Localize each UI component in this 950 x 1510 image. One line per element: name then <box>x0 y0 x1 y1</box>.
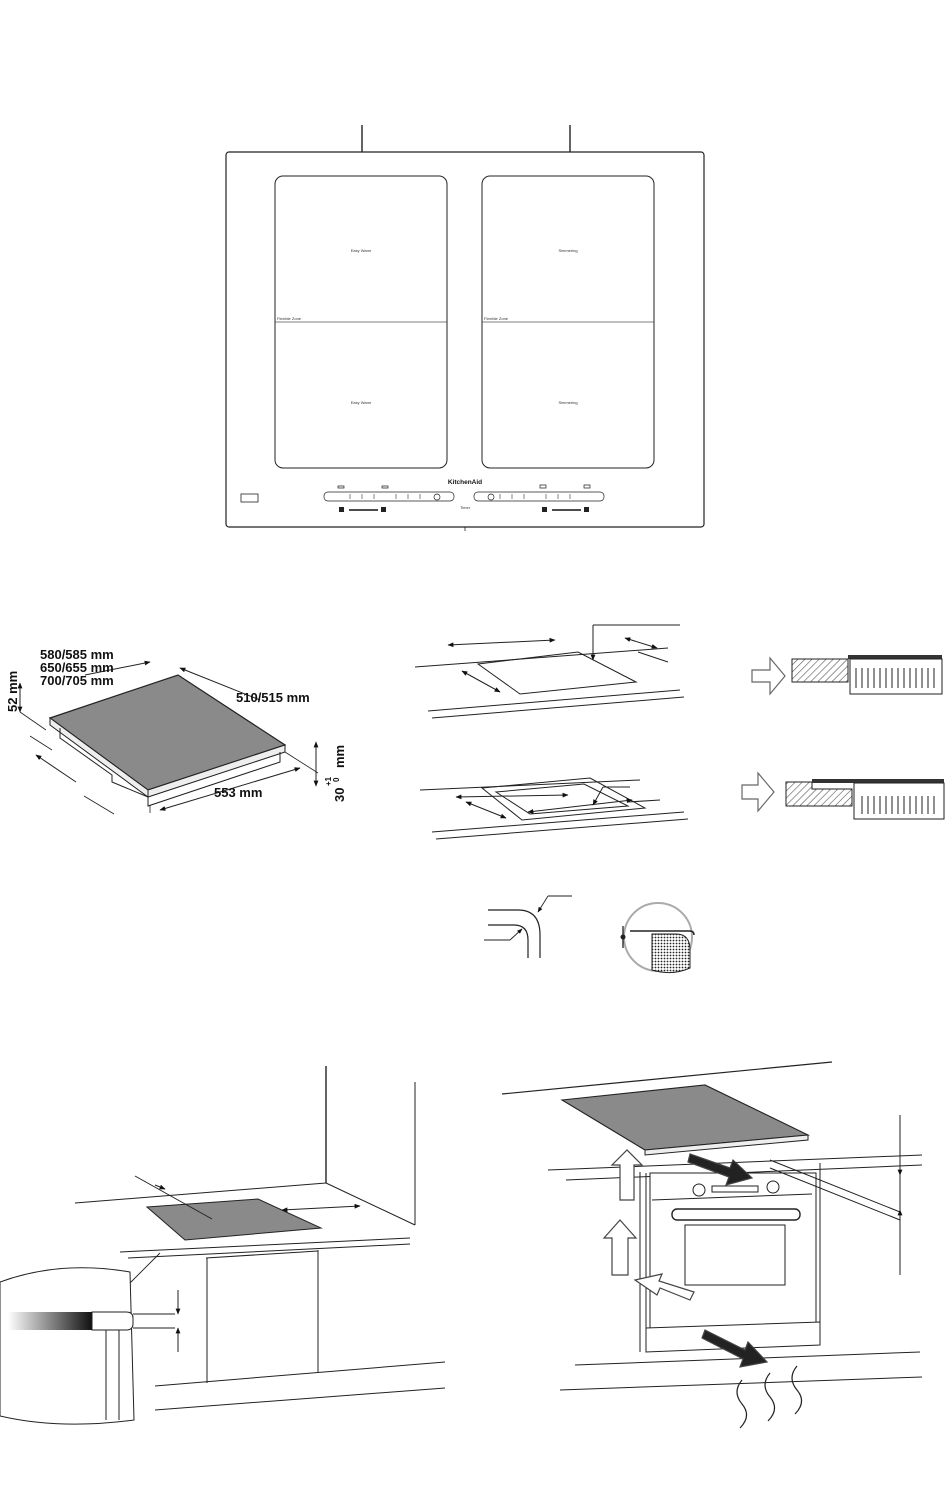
dim-thickness: 30 <box>332 788 347 802</box>
hob-dimensions-diagram: 52 mm 580/585 mm 650/655 mm 700/705 mm 5… <box>5 647 347 814</box>
magnified-edge-detail <box>621 903 695 973</box>
zone-select-icon-2[interactable] <box>381 507 386 512</box>
zone-label-bottom-right: Simmering <box>558 400 577 405</box>
airflow-up-icon-1 <box>612 1150 642 1200</box>
brand-logo: KitchenAid <box>448 479 482 486</box>
hob-on-worktop <box>147 1199 321 1240</box>
dim-thickness-unit: mm <box>332 745 347 768</box>
flexible-zone-label-right: Flexible Zone <box>484 316 509 321</box>
display-window <box>241 494 258 502</box>
cutout-diagram-flush <box>420 778 688 839</box>
zone-label-bottom-left: Easy Warm <box>351 400 372 405</box>
dim-cutout-width: 553 mm <box>214 785 262 800</box>
dim-height: 52 mm <box>5 671 20 712</box>
lock-icon[interactable] <box>488 494 494 500</box>
power-icon[interactable] <box>434 494 440 500</box>
corner-radius-detail <box>484 896 572 958</box>
worktop-edge-zoom <box>0 1268 178 1424</box>
oven-ventilation <box>502 1062 922 1428</box>
arrow-width-diag <box>36 755 76 782</box>
zone-select-icon-1[interactable] <box>339 507 344 512</box>
zone-select-icon-4[interactable] <box>584 507 589 512</box>
oven-body <box>650 1173 816 1328</box>
timer-label: Timer <box>460 505 471 510</box>
cutout-diagram-standard <box>415 625 684 718</box>
flush-profile-1 <box>752 655 942 694</box>
zone-label-top-left: Easy Warm <box>351 248 372 253</box>
flush-profile-2 <box>742 773 944 819</box>
dim-width-3: 700/705 mm <box>40 673 114 688</box>
arrow-right-icon-2 <box>742 773 774 811</box>
hob-top-view: Easy Warm Easy Warm Simmering Simmering … <box>226 125 704 531</box>
flexible-zone-label-left: Flexible Zone <box>277 316 302 321</box>
zone-select-icon-3[interactable] <box>542 507 547 512</box>
dim-thickness-tol-zero: 0 <box>332 777 341 782</box>
zone-label-top-right: Simmering <box>558 248 577 253</box>
airflow-up-icon-2 <box>604 1220 636 1275</box>
dim-depth: 510/515 mm <box>236 690 310 705</box>
arrow-right-icon <box>752 658 785 694</box>
